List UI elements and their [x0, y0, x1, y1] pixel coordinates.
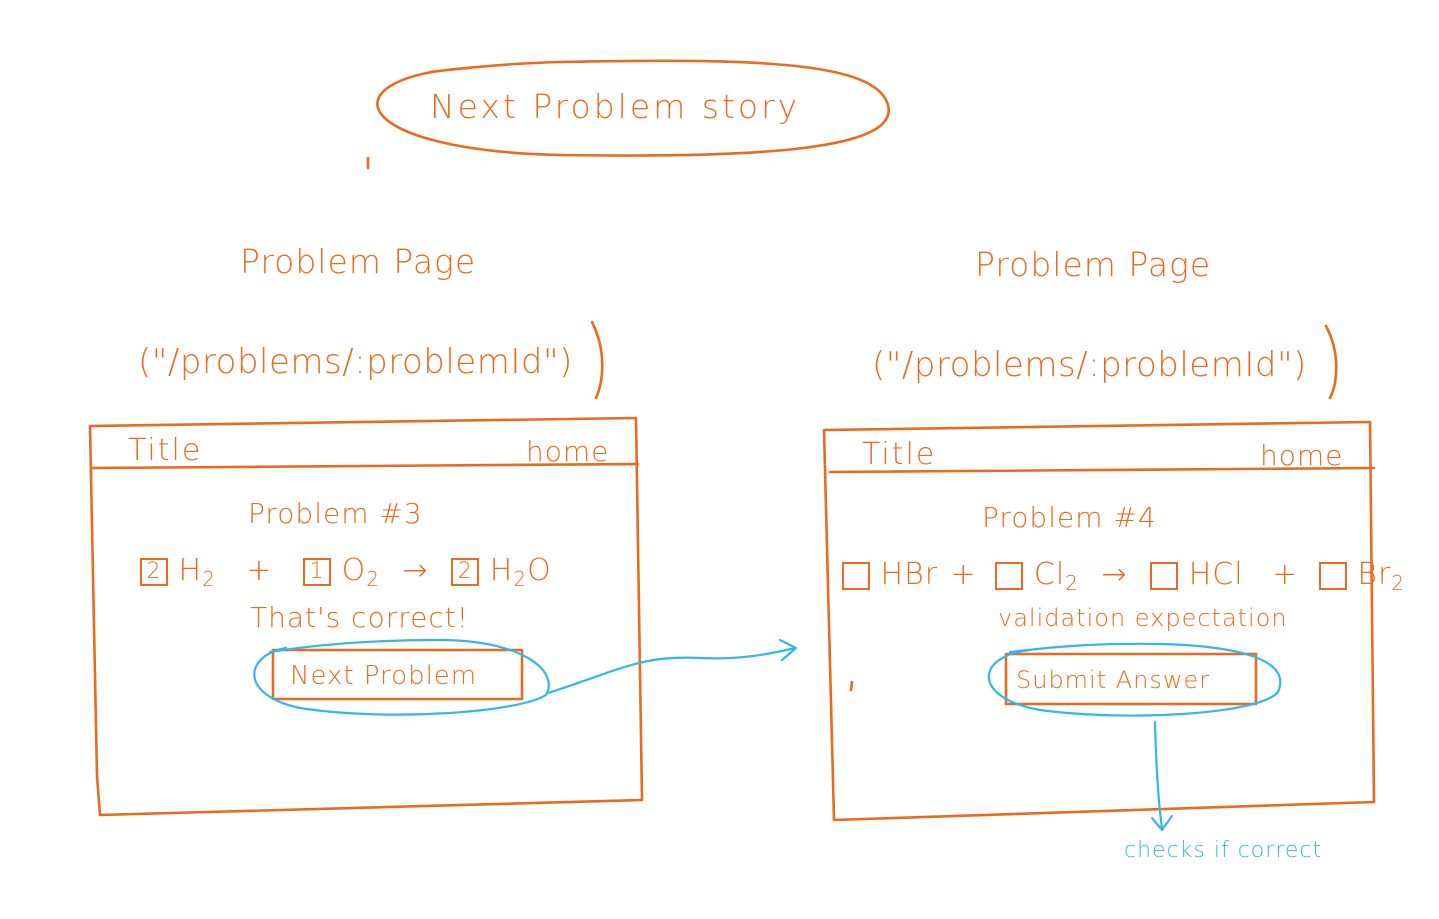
- right-window-frame: [822, 420, 1376, 822]
- left-problem-heading: Problem #3: [248, 497, 423, 530]
- coefficient-input[interactable]: 1: [303, 557, 332, 586]
- transition-arrow: [546, 646, 797, 695]
- submit-answer-button-box: [1004, 652, 1258, 706]
- right-equation: HBr + Cl2 → HCl + Br2: [842, 560, 1405, 593]
- feedback-message: That's correct!: [250, 601, 469, 634]
- coefficient-input[interactable]: [1150, 561, 1179, 590]
- validation-arrow: [1153, 720, 1164, 830]
- left-window-frame: [88, 416, 644, 817]
- submit-answer-highlight: [987, 642, 1282, 717]
- left-route-close-paren: [590, 320, 604, 400]
- next-problem-button[interactable]: Next Problem: [290, 661, 478, 691]
- next-problem-button-box: [271, 648, 524, 701]
- left-home-link[interactable]: home: [526, 435, 610, 468]
- left-route: ("/problems/:problemId"): [138, 342, 573, 382]
- right-page-label: Problem Page: [975, 245, 1212, 284]
- submit-answer-button[interactable]: Submit Answer: [1016, 666, 1211, 694]
- validation-note: validation expectation: [998, 604, 1288, 632]
- coefficient-input[interactable]: [1318, 561, 1347, 590]
- right-window-title: Title: [862, 437, 937, 472]
- next-problem-highlight: [253, 638, 550, 716]
- story-title: Next Problem story: [430, 87, 801, 126]
- right-problem-heading: Problem #4: [982, 501, 1157, 534]
- coefficient-input[interactable]: [842, 561, 870, 590]
- left-equation: 2 H2 + 1 O2 → 2 H2O: [140, 556, 552, 589]
- checks-if-correct-note: checks if correct: [1124, 838, 1323, 863]
- left-page-label: Problem Page: [240, 242, 477, 281]
- story-title-ellipse: [376, 59, 890, 157]
- right-route-close-paren: [1324, 324, 1338, 400]
- left-window-divider: [90, 462, 640, 470]
- right-window-divider: [828, 466, 1376, 474]
- left-window-title: Title: [128, 433, 203, 468]
- coefficient-input[interactable]: 2: [140, 557, 168, 586]
- coefficient-input[interactable]: 2: [451, 557, 480, 586]
- right-route: ("/problems/:problemId"): [872, 345, 1307, 385]
- right-home-link[interactable]: home: [1260, 439, 1344, 472]
- coefficient-input[interactable]: [995, 561, 1024, 590]
